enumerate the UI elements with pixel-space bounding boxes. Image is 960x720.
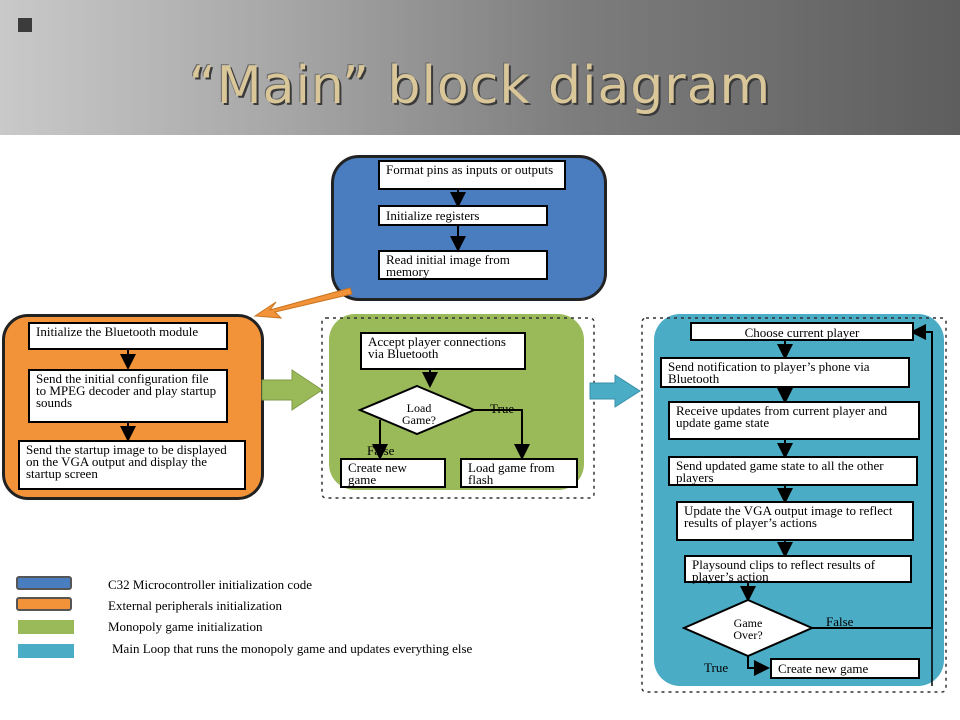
orange-step-startup-image: Send the startup image to be displayed o… xyxy=(18,440,246,490)
legend-swatch-blue xyxy=(16,576,72,590)
header-bullet-icon xyxy=(18,18,32,32)
blue-step-format-pins: Format pins as inputs or outputs xyxy=(378,160,566,190)
green-accept-connections: Accept player connections via Bluetooth xyxy=(360,332,526,370)
legend-label-teal: Main Loop that runs the monopoly game an… xyxy=(112,641,473,656)
teal-step-update-vga: Update the VGA output image to reflect r… xyxy=(676,501,914,541)
green-create-new-game: Create new game xyxy=(340,458,446,488)
slide-header xyxy=(0,0,960,135)
teal-step-choose-player: Choose current player xyxy=(690,322,914,341)
teal-step-send-state: Send updated game state to all the other… xyxy=(668,456,918,486)
teal-step-send-notification: Send notification to player’s phone via … xyxy=(660,357,910,388)
teal-step-receive-updates: Receive updates from current player and … xyxy=(668,401,920,440)
legend-swatch-orange xyxy=(16,597,72,611)
blue-step-init-registers: Initialize registers xyxy=(378,205,548,226)
legend-label-green: Monopoly game initialization xyxy=(108,619,263,634)
green-true-label: True xyxy=(490,401,515,416)
green-decision-load-game: Load Game? xyxy=(402,401,436,427)
orange-step-send-config: Send the initial configuration file to M… xyxy=(28,369,228,423)
teal-decision-game-over: Game Over? xyxy=(733,616,763,642)
legend-label-blue: C32 Microcontroller initialization code xyxy=(108,577,312,592)
teal-create-new-game: Create new game xyxy=(770,658,920,679)
teal-step-playsound: Playsound clips to reflect results of pl… xyxy=(684,555,912,583)
green-load-from-flash: Load game from flash xyxy=(460,458,578,488)
orange-step-init-bluetooth: Initialize the Bluetooth module xyxy=(28,322,228,350)
slide-title: “Main” block diagram xyxy=(188,56,772,116)
blue-step-read-image: Read initial image from memory xyxy=(378,250,548,280)
legend-swatch-green xyxy=(18,620,74,634)
teal-true-label: True xyxy=(704,660,729,675)
legend-label-orange: External peripherals initialization xyxy=(108,598,282,613)
legend-swatch-teal xyxy=(18,644,74,658)
green-false-label: False xyxy=(367,443,395,458)
teal-false-label: False xyxy=(826,614,854,629)
